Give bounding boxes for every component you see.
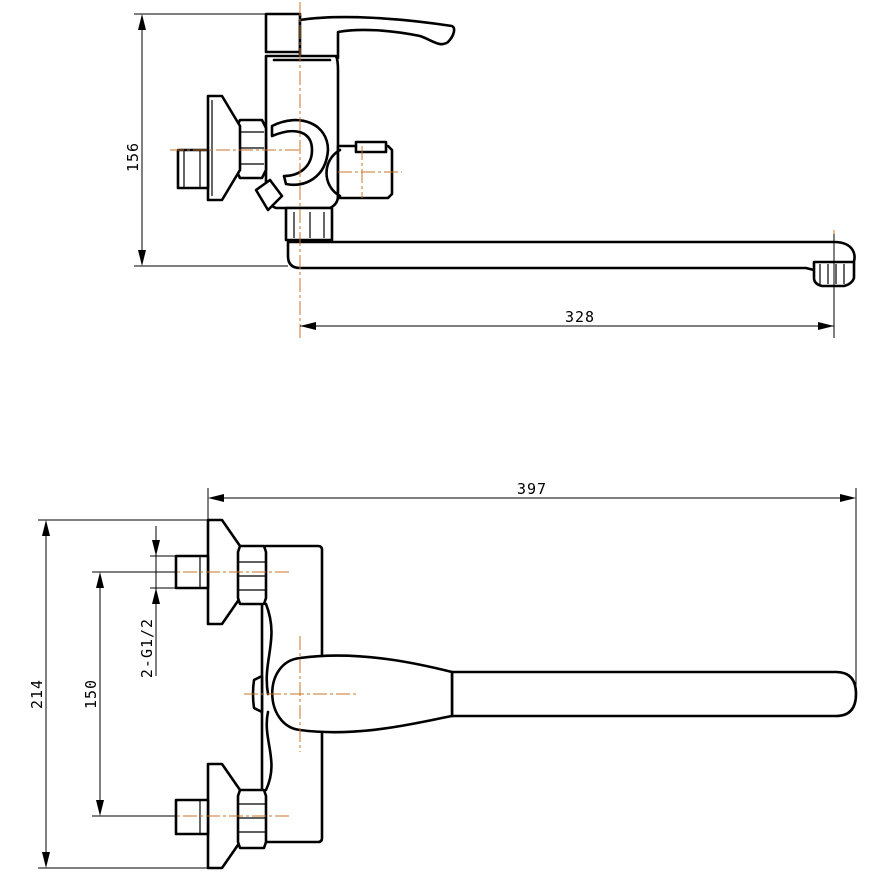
- dimension-height-214: 214: [28, 519, 208, 869]
- dimension-spout-328: 328: [300, 234, 835, 338]
- dimension-height-156: 156: [124, 13, 288, 267]
- lever-top: [270, 654, 454, 734]
- thread-label: 2-G1/2: [138, 618, 156, 678]
- height-label: 156: [124, 142, 142, 172]
- overall-height-label: 214: [28, 679, 46, 709]
- inlet-spacing-label: 150: [82, 679, 100, 709]
- lever-handle: [264, 12, 456, 60]
- spout: [286, 240, 856, 272]
- side-eccentric: [176, 148, 210, 190]
- spout-nut: [284, 206, 334, 242]
- dimension-spacing-150: 150: [82, 571, 176, 817]
- side-view: 156 328: [124, 2, 856, 340]
- spout-top: [450, 670, 858, 718]
- dimension-length-397: 397: [207, 480, 857, 694]
- top-view: 397 214 150 2-G1/2: [28, 480, 858, 870]
- overall-length-label: 397: [517, 480, 547, 498]
- spout-length-label: 328: [565, 308, 595, 326]
- side-flange: [206, 94, 242, 202]
- dimension-thread: 2-G1/2: [138, 526, 176, 678]
